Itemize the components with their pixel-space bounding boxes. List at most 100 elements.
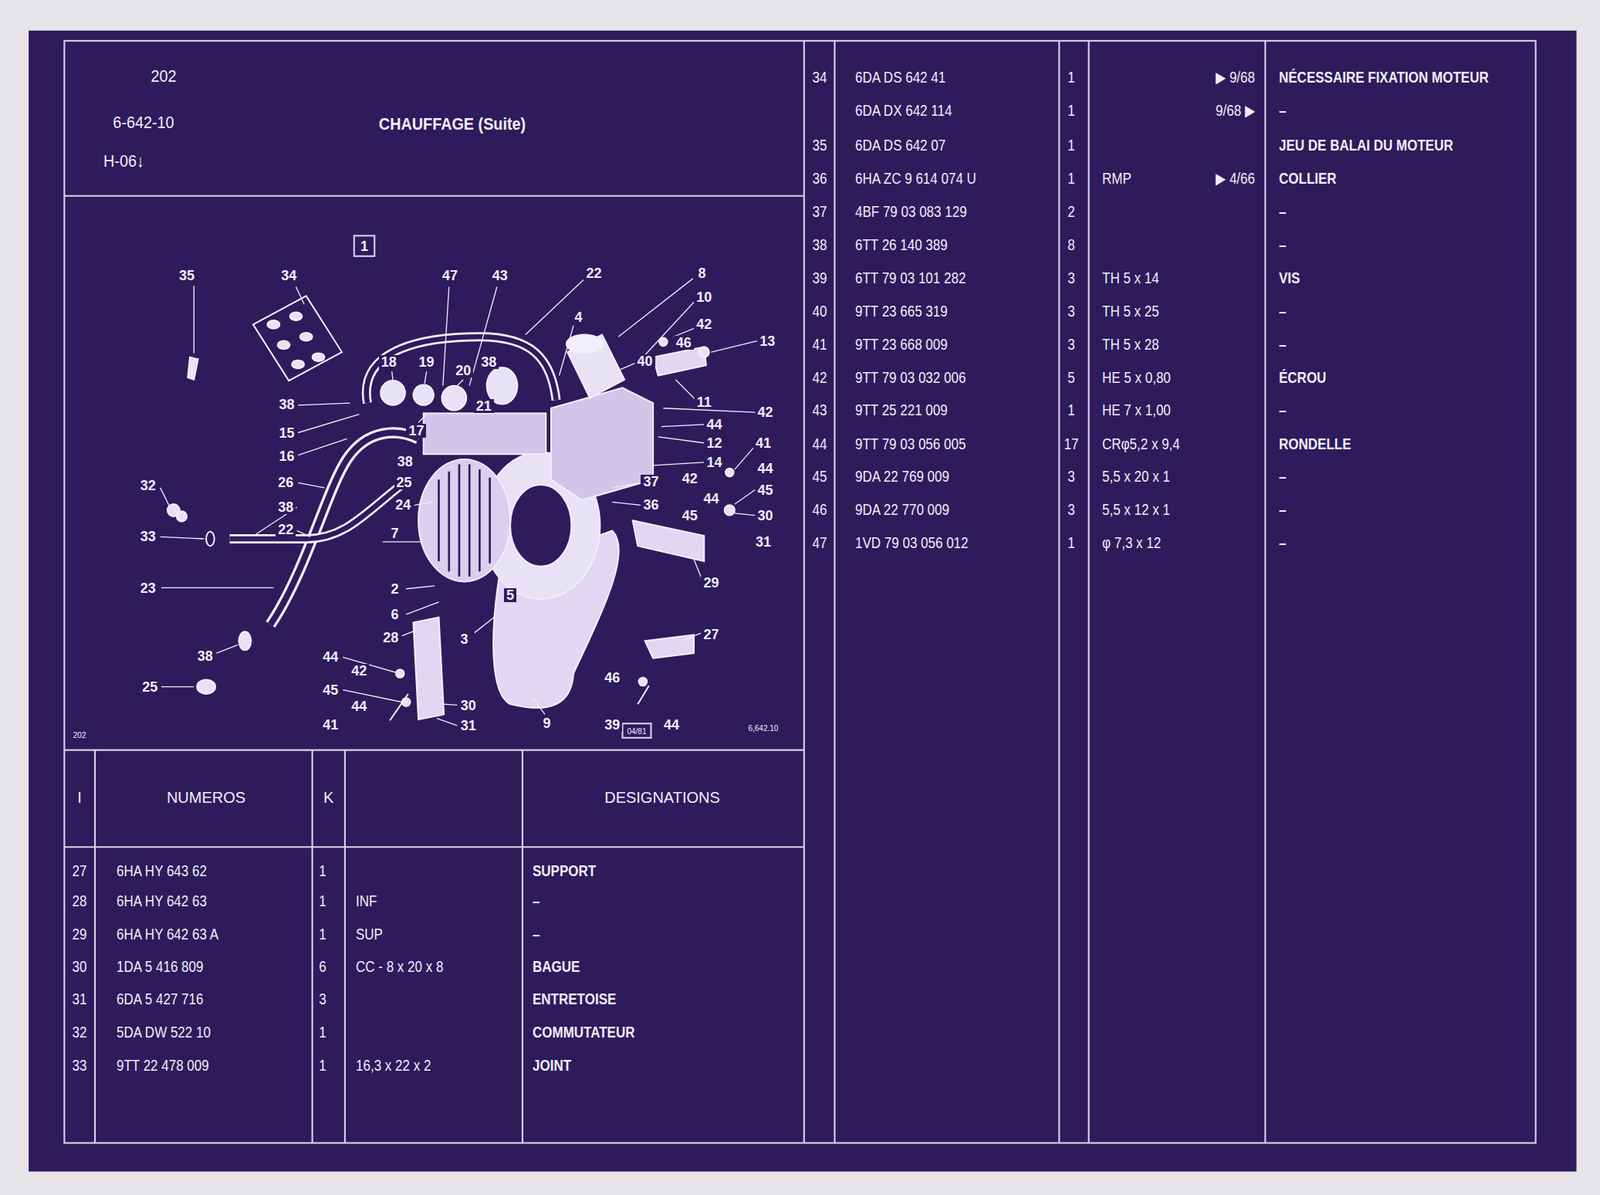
callout-number: 25 [139, 679, 160, 694]
quantity: 3 [1067, 467, 1075, 485]
callout-number: 46 [602, 670, 623, 685]
callout-number: 47 [439, 268, 461, 283]
callout-number: 44 [661, 717, 682, 732]
specification: CC - 8 x 20 x 8 [355, 957, 444, 975]
callout-number: 24 [392, 497, 413, 512]
callout-number: 3 [458, 632, 471, 647]
designation: JOINT [532, 1056, 572, 1074]
callout-number: 45 [679, 508, 701, 523]
quantity: 1 [1067, 169, 1075, 187]
callout-number: 38 [275, 500, 296, 515]
part-number: 6HA HY 642 63 [116, 892, 207, 910]
part-number: 4BF 79 03 083 129 [855, 202, 968, 220]
item-number: 38 [811, 236, 827, 254]
header-text: 6-642-10 [113, 113, 175, 132]
figure-ref: 6,642.10 [747, 723, 779, 732]
designation: – [1278, 500, 1286, 518]
designation: – [1278, 534, 1286, 552]
designation: BAGUE [532, 957, 580, 975]
callout-number: 21 [473, 399, 494, 413]
callout-number: 19 [416, 355, 437, 369]
callout-number: 26 [275, 475, 296, 490]
callout-number: 42 [679, 471, 701, 486]
item-number: 35 [811, 136, 827, 154]
callout-number: 38 [195, 649, 216, 664]
quantity: 6 [318, 957, 326, 975]
callout-number: 42 [693, 317, 714, 332]
quantity: 1 [318, 1023, 326, 1041]
specification: TH 5 x 14 [1102, 269, 1160, 287]
specification: HE 7 x 1,00 [1102, 401, 1171, 419]
callout-number: 20 [453, 363, 474, 378]
quantity: 5 [1067, 368, 1075, 386]
quantity: 3 [318, 990, 326, 1008]
date-note: ▶ 9/68 [1215, 68, 1255, 86]
callout-number: 10 [693, 290, 714, 305]
designation: COMMUTATEUR [532, 1023, 636, 1041]
designation: RONDELLE [1278, 435, 1352, 453]
callout-number: 44 [755, 461, 776, 476]
item-number: 34 [811, 68, 827, 86]
quantity: 1 [318, 862, 326, 880]
part-number: 9TT 23 668 009 [855, 335, 948, 353]
callout-number: 8 [696, 266, 709, 281]
item-number: 39 [811, 269, 827, 287]
specification: 16,3 x 22 x 2 [355, 1056, 431, 1074]
quantity: 8 [1067, 236, 1075, 254]
quantity: 1 [1067, 101, 1075, 119]
callout-number: 27 [700, 627, 721, 642]
header-text: 202 [150, 67, 176, 86]
quantity: 1 [1067, 401, 1075, 419]
callout-number: 30 [755, 508, 776, 523]
designation: – [1278, 467, 1286, 485]
designation: – [1278, 236, 1286, 254]
part-number: 6DA 5 427 716 [116, 990, 203, 1008]
quantity: 1 [1067, 136, 1075, 154]
designation: JEU DE BALAI DU MOTEUR [1278, 136, 1454, 154]
callout-number: 18 [378, 355, 400, 369]
specification: TH 5 x 25 [1102, 302, 1160, 320]
callout-number: 17 [405, 423, 427, 438]
callout-number: 30 [458, 698, 479, 713]
item-number: 46 [811, 500, 827, 518]
item-number: 27 [72, 862, 88, 880]
callout-number: 45 [755, 483, 776, 498]
part-number: 6TT 26 140 389 [855, 236, 948, 254]
callout-number: 11 [694, 395, 714, 410]
quantity: 3 [1067, 269, 1075, 287]
part-number: 9TT 22 478 009 [116, 1056, 210, 1074]
item-number: 37 [811, 202, 827, 220]
designation: – [1278, 401, 1286, 419]
callout-number: 7 [389, 526, 402, 541]
table-header: K [323, 788, 334, 806]
callout-number: 34 [278, 268, 299, 283]
callout-number: 1 [358, 239, 371, 254]
item-number: 41 [811, 335, 827, 353]
designation: – [1278, 302, 1286, 320]
designation: – [1278, 335, 1286, 353]
callout-number: 4 [572, 310, 586, 325]
part-number: 9DA 22 770 009 [855, 500, 950, 518]
part-number: 9TT 79 03 032 006 [855, 368, 966, 386]
callout-number: 5 [504, 588, 517, 603]
callout-number: 45 [320, 683, 341, 697]
specification: SUP [355, 925, 383, 943]
page-title: CHAUFFAGE (Suite) [378, 115, 526, 134]
callout-number: 15 [276, 426, 297, 440]
callout-number: 31 [458, 718, 479, 733]
callout-number: 37 [640, 474, 661, 489]
part-number: 1DA 5 416 809 [116, 957, 203, 975]
quantity: 3 [1067, 302, 1075, 320]
part-number: 9TT 23 665 319 [855, 302, 948, 320]
callout-number: 44 [348, 699, 369, 714]
item-number: 42 [811, 368, 827, 386]
item-number: 44 [811, 435, 827, 453]
callout-number: 42 [348, 663, 369, 678]
callout-number: 25 [394, 475, 415, 490]
date-note: ▶ 4/66 [1215, 169, 1255, 187]
quantity: 3 [1067, 335, 1075, 353]
specification: 5,5 x 20 x 1 [1102, 467, 1171, 485]
callout-number: 44 [320, 649, 341, 664]
